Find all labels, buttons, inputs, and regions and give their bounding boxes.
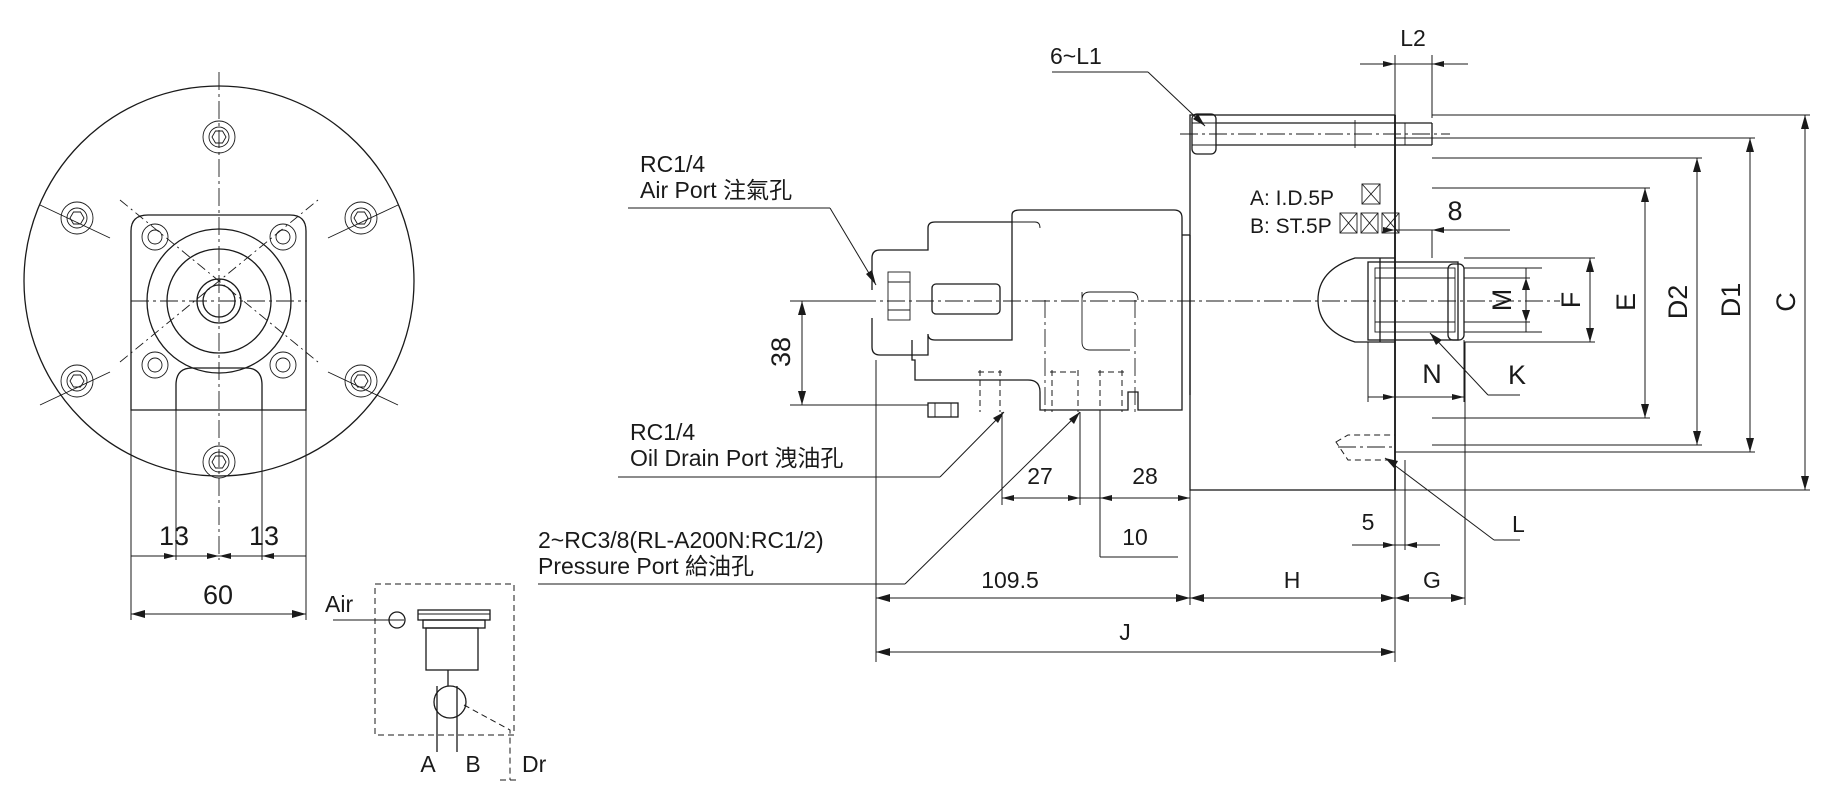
dim-left-13: 13	[159, 521, 189, 551]
dim-j: J	[1119, 619, 1131, 645]
dim-5: 5	[1362, 509, 1375, 535]
dim-28: 28	[1132, 463, 1158, 489]
schematic-port-b: B	[465, 751, 480, 777]
oil-drain-size: RC1/4	[630, 419, 695, 445]
dim-right-13: 13	[249, 521, 279, 551]
type-b-label: B: ST.5P	[1250, 215, 1332, 238]
dim-109-5: 109.5	[981, 567, 1039, 593]
dim-m: M	[1487, 289, 1517, 312]
dim-e: E	[1611, 293, 1641, 311]
dim-k: K	[1508, 360, 1526, 390]
dim-d2: D2	[1663, 285, 1693, 320]
dim-38: 38	[766, 337, 796, 367]
end-view: 13 13 60	[23, 72, 415, 620]
dim-h: H	[1284, 567, 1301, 593]
air-port-size: RC1/4	[640, 151, 705, 177]
oil-drain-label: Oil Drain Port 洩油孔	[630, 445, 843, 471]
pressure-port-label: Pressure Port 給油孔	[538, 553, 754, 579]
dim-d1: D1	[1716, 283, 1746, 318]
dim-c: C	[1771, 292, 1801, 312]
schematic-port-dr: Dr	[522, 751, 547, 777]
dim-l2: L2	[1400, 25, 1426, 51]
schematic-air-label: Air	[325, 591, 353, 617]
pressure-port-size: 2~RC3/8(RL-A200N:RC1/2)	[538, 527, 824, 553]
dim-n: N	[1422, 359, 1442, 389]
dim-8: 8	[1447, 196, 1462, 226]
side-view: A: I.D.5P B: ST.5P C D1 D2	[538, 25, 1810, 662]
schematic-port-a: A	[420, 751, 436, 777]
dim-g: G	[1423, 567, 1441, 593]
dim-27: 27	[1027, 463, 1053, 489]
hydraulic-schematic: Air A B Dr	[325, 583, 547, 781]
dim-10: 10	[1122, 524, 1148, 550]
six-l1-label: 6~L1	[1050, 43, 1102, 69]
dim-60: 60	[203, 580, 233, 610]
dim-f: F	[1556, 292, 1586, 309]
type-a-label: A: I.D.5P	[1250, 187, 1334, 210]
dim-l: L	[1512, 511, 1525, 537]
air-port-label: Air Port 注氣孔	[640, 177, 792, 203]
